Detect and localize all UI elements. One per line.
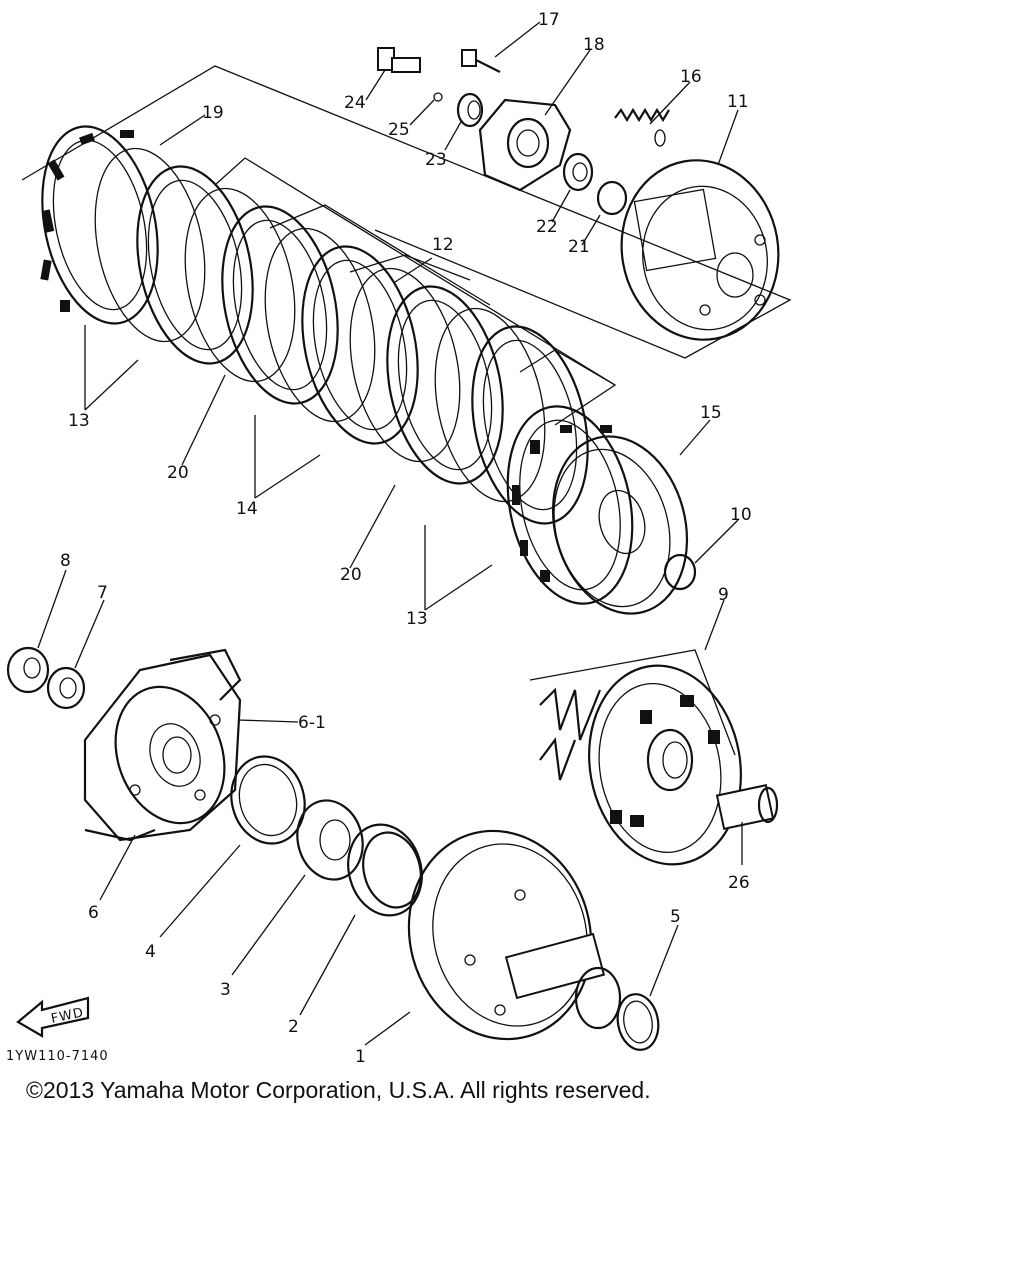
part-label-20-upper: 20 [167, 463, 189, 483]
part-label-12: 12 [432, 235, 454, 255]
circlip [663, 553, 697, 591]
part-label-18: 18 [583, 35, 605, 55]
bearing [296, 799, 364, 881]
part-label-4: 4 [145, 942, 156, 962]
one-way-clutch [347, 823, 423, 917]
part-label-15: 15 [700, 403, 722, 423]
nut [6, 646, 50, 694]
part-label-6-1: 6-1 [298, 713, 326, 733]
part-label-17: 17 [538, 10, 560, 30]
clutch-boss [620, 159, 780, 341]
part-label-7: 7 [97, 583, 108, 603]
part-label-13-lower: 13 [406, 609, 428, 629]
part-label-1: 1 [355, 1047, 366, 1067]
leader-lines [37, 21, 743, 1046]
part-label-22: 22 [536, 217, 558, 237]
washer [562, 152, 594, 192]
clutch-housing-primary [407, 829, 622, 1041]
lock-washer [596, 180, 628, 216]
part-label-2: 2 [288, 1017, 299, 1037]
part-label-23: 23 [425, 150, 447, 170]
collar [715, 783, 779, 831]
exploded-parts-diagram: 17 18 16 11 19 24 25 23 22 21 12 13 20 1… [6, 10, 792, 1067]
fwd-label: FWD [50, 1005, 86, 1027]
part-label-13-upper: 13 [68, 411, 90, 431]
bearing [456, 92, 484, 128]
part-label-16: 16 [680, 67, 702, 87]
part-label-14: 14 [236, 499, 258, 519]
pressure-plate [551, 435, 689, 615]
part-label-24: 24 [344, 93, 366, 113]
bolt [461, 49, 501, 73]
part-label-26: 26 [728, 873, 750, 893]
ball [433, 92, 443, 102]
part-label-25: 25 [388, 120, 410, 140]
part-label-19: 19 [202, 103, 224, 123]
push-rod [377, 47, 421, 73]
fwd-arrow-icon [16, 996, 90, 1038]
clutch-plate-stack [21, 65, 792, 605]
clutch-spring [614, 107, 670, 147]
part-label-11: 11 [727, 92, 749, 112]
shim [230, 755, 306, 845]
part-label-10: 10 [730, 505, 752, 525]
lock-plate [46, 666, 86, 710]
part-label-3: 3 [220, 980, 231, 1000]
drawing-code: 1YW110-7140 [6, 1049, 109, 1064]
part-label-20-lower: 20 [340, 565, 362, 585]
part-label-6: 6 [88, 903, 99, 923]
copyright-notice: ©2013 Yamaha Motor Corporation, U.S.A. A… [26, 1077, 651, 1103]
centrifugal-clutch [83, 648, 242, 842]
clutch-housing [529, 649, 742, 866]
part-label-21: 21 [568, 237, 590, 257]
part-label-5: 5 [670, 907, 681, 927]
pressure-plate-lifter [478, 98, 572, 192]
part-label-8: 8 [60, 551, 71, 571]
part-labels: 17 18 16 11 19 24 25 23 22 21 12 13 20 1… [6, 10, 752, 1067]
washer [616, 993, 660, 1051]
part-label-9: 9 [718, 585, 729, 605]
